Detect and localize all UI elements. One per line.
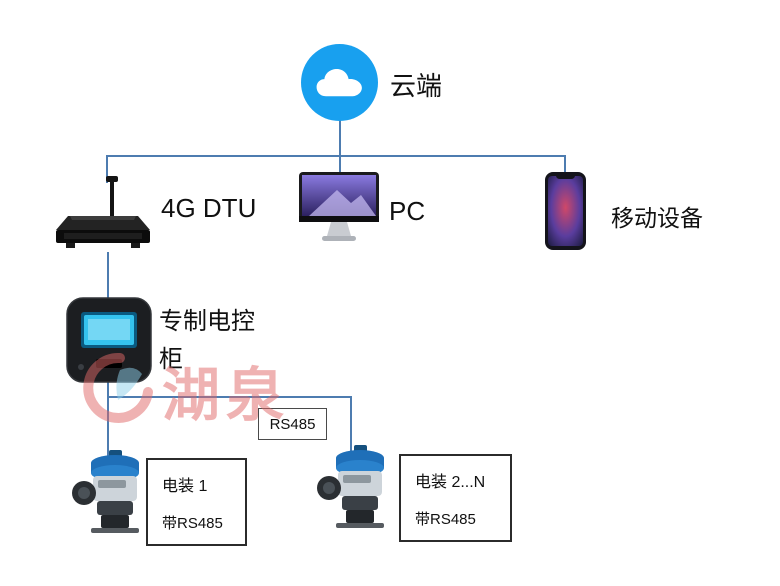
actuator1-image [71, 448, 153, 534]
connector-dtu-cabinet [107, 252, 109, 300]
pc-label: PC [389, 196, 426, 226]
router-icon [56, 176, 150, 248]
cabinet-image [66, 297, 152, 383]
actuator1-title: 电装 1 [162, 478, 208, 495]
mobile-label: 移动设备 [611, 205, 703, 231]
cloud-node [301, 44, 378, 121]
actuator2-image [316, 443, 398, 529]
actuator2-box: 电装 2...N 带RS485 [399, 454, 512, 542]
connector-main-horizontal [106, 155, 566, 157]
connector-actuator2-drop [350, 396, 352, 452]
connector-pc-drop [339, 155, 341, 174]
dtu-label: 4G DTU [161, 193, 257, 223]
connector-cloud-drop [339, 118, 341, 156]
cabinet-label: 专制电控 柜 [159, 303, 255, 379]
connector-dtu-drop [106, 155, 108, 183]
rs485-label: RS485 [269, 415, 316, 433]
connector-mobile-drop [564, 155, 566, 176]
actuator2-title: 电装 2...N [415, 474, 486, 491]
actuator-icon [317, 445, 384, 528]
phone-icon [545, 172, 586, 250]
actuator-icon [72, 450, 139, 533]
cabinet-label-line2: 柜 [159, 346, 183, 373]
mobile-image [545, 172, 586, 250]
control-cabinet-icon [66, 297, 152, 383]
actuator1-box: 电装 1 带RS485 [146, 458, 247, 546]
pc-icon [299, 172, 379, 241]
actuator2-subtitle: 带RS485 [415, 511, 476, 528]
cloud-icon [315, 66, 365, 100]
cloud-label: 云端 [390, 71, 443, 101]
pc-image [299, 172, 379, 246]
router-image [50, 176, 155, 254]
cabinet-label-line1: 专制电控 [159, 308, 255, 335]
actuator1-subtitle: 带RS485 [162, 515, 223, 532]
connector-branch-horizontal [107, 396, 352, 398]
rs485-label-box: RS485 [258, 408, 327, 440]
